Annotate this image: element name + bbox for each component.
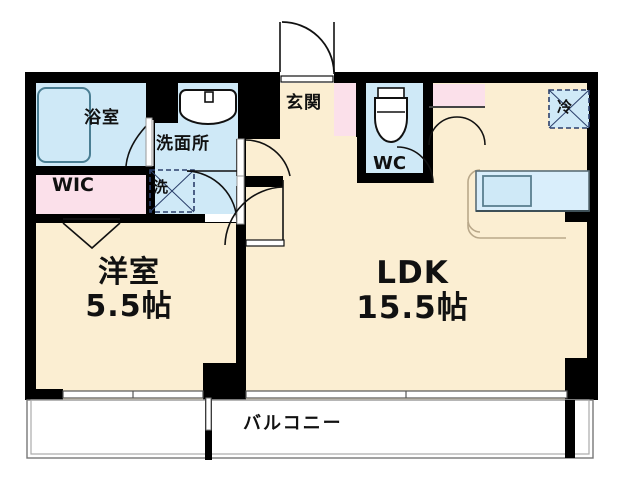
room-label-entrance: 玄関 [286, 93, 322, 113]
yoshitsu-size: 5.5帖 [85, 289, 173, 324]
pillar-bottom-right [565, 358, 598, 400]
wall-left [25, 72, 36, 400]
yoshitsu-door-opening [205, 214, 239, 222]
label-balcony: バルコニー [243, 413, 343, 434]
closet-door-swing-left [428, 116, 458, 146]
room-label-ldk: LDK 15.5帖 [335, 258, 490, 324]
room-label-washroom: 洗面所 [156, 134, 210, 154]
room-label-wic: WIC [52, 174, 94, 196]
washroom-door-swing [245, 139, 291, 177]
wall-top-between [238, 83, 280, 94]
wic-fill [32, 173, 150, 218]
closet-fill [429, 84, 485, 106]
wall-wc-south [357, 173, 433, 183]
ldk-name: LDK [376, 255, 449, 291]
label-fridge-slot: 冷 [557, 98, 574, 116]
ldk-door-threshold [245, 239, 285, 247]
balcony-rail-inner [30, 399, 590, 455]
washer-slot-x2 [149, 169, 195, 213]
room-label-wc: WC [373, 153, 407, 174]
wall-washroom-south [146, 214, 246, 223]
faucet-icon [204, 91, 214, 103]
shoe-cabinet-fill [334, 82, 356, 136]
kitchen-sink-icon [482, 175, 532, 207]
bathtub-icon [37, 87, 91, 163]
doors [62, 21, 486, 250]
fridge-slot-x2 [548, 89, 590, 129]
windows [62, 390, 568, 399]
ldk-door-swing [224, 186, 284, 246]
pillar-bottom-center [203, 363, 246, 400]
washbasin-icon [179, 89, 237, 125]
ldk-size: 15.5帖 [356, 290, 469, 326]
wall-center-partition [236, 223, 246, 393]
yoshitsu-name: 洋室 [98, 255, 160, 290]
toilet-bowl-icon [374, 97, 408, 143]
entrance-threshold [280, 75, 334, 83]
wall-wc-east [423, 83, 433, 183]
wall-bath-wic-divider [25, 166, 155, 175]
balcony-right-post [565, 400, 575, 458]
balcony-divider-glass [205, 397, 212, 431]
wc-door-swing [396, 146, 434, 184]
balcony-outline [26, 397, 594, 460]
wall-wc-ne [423, 83, 433, 108]
wall-bottom-left-stub [25, 389, 63, 400]
yoshitsu-door-leaf [236, 175, 245, 225]
bath-door-leaf [145, 117, 153, 167]
entrance-door-swing [281, 21, 335, 73]
fixtures [37, 87, 590, 239]
kitchen-base-edge [467, 222, 566, 239]
room-label-yoshitsu: 洋室 5.5帖 [64, 258, 194, 322]
wall-hall-south-left [238, 176, 283, 187]
yoshitsu-door-swing [186, 170, 238, 224]
room-label-bath: 浴室 [84, 108, 120, 128]
washer-slot-icon [149, 169, 195, 213]
wic-door-swing [62, 222, 121, 250]
closet-door-swing-right [456, 116, 486, 146]
wall-wc-west [357, 83, 366, 183]
label-washer-slot: 洗 [153, 178, 170, 196]
kitchen-counter-edge [467, 169, 481, 233]
toilet-tank-icon [377, 87, 405, 99]
